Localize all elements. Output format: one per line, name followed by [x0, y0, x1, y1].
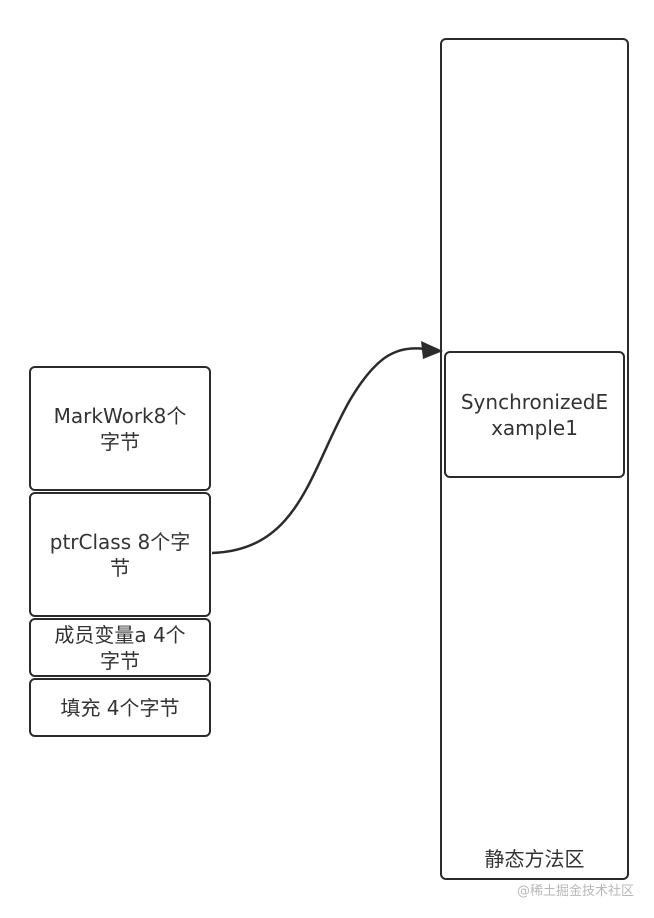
member-variable-box: 成员变量a 4个字节 — [29, 618, 211, 677]
padding-label: 填充 4个字节 — [60, 695, 180, 720]
mark-word-label: MarkWork8个字节 — [53, 403, 187, 454]
member-variable-label: 成员变量a 4个字节 — [54, 622, 186, 673]
class-entry-box: SynchronizedExample1 — [444, 351, 625, 478]
ptr-class-box: ptrClass 8个字节 — [29, 492, 211, 617]
static-method-area-label: 静态方法区 — [484, 847, 585, 871]
padding-box: 填充 4个字节 — [29, 678, 211, 737]
watermark-text: @稀土掘金技术社区 — [516, 884, 634, 899]
class-entry-label: SynchronizedExample1 — [460, 389, 609, 440]
pointer-arrow-curve — [211, 347, 426, 555]
mark-word-box: MarkWork8个字节 — [29, 366, 211, 491]
ptr-class-label: ptrClass 8个字节 — [49, 529, 191, 580]
